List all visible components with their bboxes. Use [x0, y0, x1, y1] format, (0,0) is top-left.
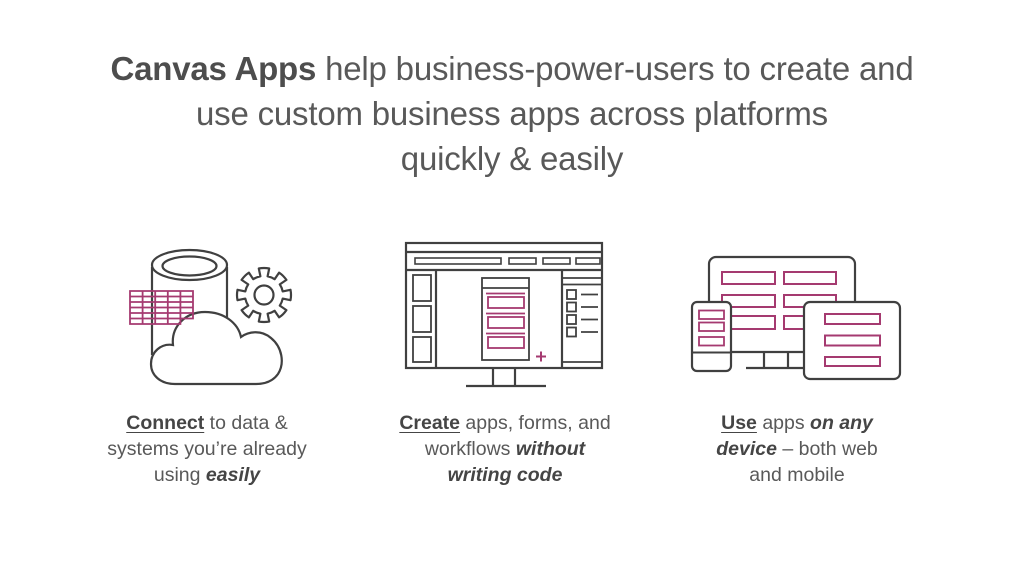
caption-line: systems you’re already	[62, 436, 352, 462]
caption-segment: Create	[399, 412, 461, 434]
phone-icon	[690, 300, 733, 373]
use-icon-box	[652, 230, 942, 398]
caption-segment: to data &	[204, 412, 288, 434]
column-use: Use apps on any device – both web and mo…	[652, 230, 942, 488]
monitor-frame	[404, 241, 603, 370]
slide-title: Canvas Apps help business-power-users to…	[0, 46, 1024, 181]
cloud-icon	[149, 310, 283, 385]
app-editor-monitor-icon	[404, 241, 603, 388]
caption-segment: device	[716, 438, 777, 460]
phone-content-bars	[698, 309, 725, 347]
form-fields	[485, 292, 525, 349]
title-line-2: use custom business apps across platform…	[196, 95, 828, 132]
properties-panel	[561, 277, 602, 363]
data-cloud-gear-icon	[129, 248, 293, 385]
caption-segment: using	[153, 464, 206, 486]
title-line-1: Canvas Apps help business-power-users to…	[0, 46, 1024, 91]
caption-segment: Use	[721, 412, 757, 434]
title-text: help business-power-users to create and	[316, 50, 914, 87]
caption-segment: easily	[205, 464, 261, 486]
caption-segment: on any	[810, 412, 873, 434]
caption-line: writing code	[360, 462, 650, 488]
spreadsheet-grid-icon	[129, 289, 194, 325]
screens-list	[411, 274, 432, 363]
caption-segment: and mobile	[749, 464, 845, 486]
gear-icon	[235, 266, 293, 323]
column-connect: Connect to data & systems you’re already…	[62, 230, 352, 488]
tablet-icon	[802, 300, 902, 381]
caption-segment: writing code	[447, 464, 563, 486]
caption-line: workflows without	[360, 436, 650, 462]
insert-plus-icon	[535, 351, 546, 362]
caption-line: and mobile	[652, 462, 942, 488]
caption-segment: Connect	[126, 412, 205, 434]
create-icon-box	[360, 230, 650, 398]
title-emphasis: Canvas Apps	[110, 50, 317, 87]
monitor-stand	[746, 352, 804, 370]
form-canvas	[480, 277, 530, 361]
monitor-stand	[465, 368, 546, 388]
toolbar-bars	[413, 257, 601, 265]
caption-segment: – both web	[776, 438, 878, 460]
caption-line: device – both web	[652, 436, 942, 462]
column-create: Create apps, forms, and workflows withou…	[360, 230, 650, 488]
caption-segment: workflows	[424, 438, 516, 460]
caption-segment: apps, forms, and	[460, 412, 611, 434]
caption-segment: apps	[756, 412, 811, 434]
create-caption: Create apps, forms, and workflows withou…	[360, 410, 650, 488]
tablet-content-bars	[824, 313, 881, 367]
connect-caption: Connect to data & systems you’re already…	[62, 410, 352, 488]
caption-segment: systems you’re already	[107, 438, 307, 460]
caption-segment: without	[515, 438, 586, 460]
use-caption: Use apps on any device – both web and mo…	[652, 410, 942, 488]
caption-line: Create apps, forms, and	[360, 410, 650, 436]
caption-line: Connect to data &	[62, 410, 352, 436]
multi-device-icon	[690, 255, 902, 381]
caption-line: using easily	[62, 462, 352, 488]
title-line-3: quickly & easily	[400, 140, 624, 177]
connect-icon-box	[62, 230, 352, 398]
caption-line: Use apps on any	[652, 410, 942, 436]
